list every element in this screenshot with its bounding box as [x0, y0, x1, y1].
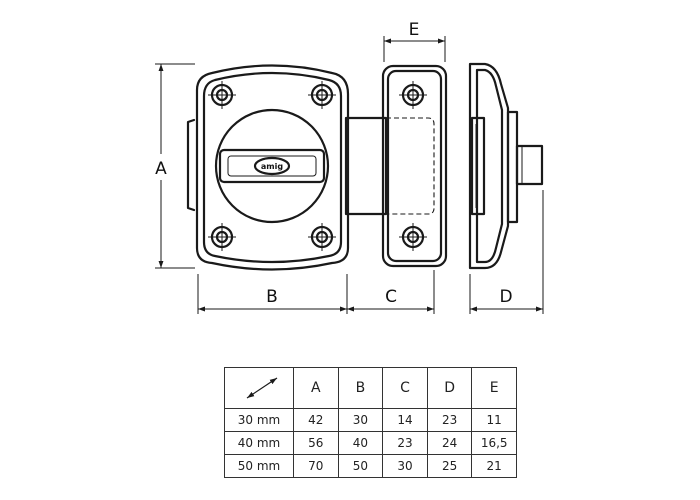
front-view: amig — [186, 64, 448, 271]
table-cell: 70 — [293, 454, 339, 478]
knob-rosette — [214, 108, 330, 224]
table-cell: 14 — [382, 408, 428, 432]
table-cell: 23 — [426, 408, 473, 432]
table-row-size: 40 mm — [224, 431, 294, 455]
dimension-b: B — [197, 274, 348, 314]
knob-handle — [218, 148, 326, 184]
table-cell: 30 — [382, 454, 428, 478]
table-cell: 23 — [382, 431, 428, 455]
table-cell: 30 — [337, 408, 384, 432]
table-header-d: D — [426, 367, 473, 409]
table-cell: 16,5 — [471, 431, 517, 455]
table-cell: 40 — [337, 431, 384, 455]
table-row-size: 30 mm — [224, 408, 294, 432]
table-cell: 42 — [293, 408, 339, 432]
dimensions-table: A B C D E 30 mm 42 30 14 23 11 40 mm 56 … — [224, 367, 517, 478]
side-view — [468, 62, 544, 270]
table-row: 40 mm 56 40 23 24 16,5 — [224, 431, 517, 455]
keeper-plate — [381, 64, 448, 268]
table-header-b: B — [337, 367, 384, 409]
table-cell: 24 — [426, 431, 473, 455]
bolt-lock-technical-drawing: amig A B C — [151, 20, 544, 314]
dimension-label-e: E — [409, 20, 420, 40]
dimension-e: E — [383, 20, 446, 62]
brand-logo — [253, 156, 291, 176]
table-header-e: E — [471, 367, 517, 409]
dimension-label-a: A — [155, 159, 167, 179]
screw-hole-bottom-left — [208, 223, 236, 251]
bolt — [515, 144, 544, 186]
table-row: 30 mm 42 30 14 23 11 — [224, 408, 517, 432]
table-cell: 25 — [426, 454, 473, 478]
screw-hole-bottom-right — [308, 223, 336, 251]
keeper-screw-bottom — [399, 223, 427, 251]
dimension-d: D — [469, 190, 544, 314]
table-corner-arrow-icon — [224, 367, 294, 409]
table-header-a: A — [293, 367, 339, 409]
brand-logo-text: amig — [261, 162, 283, 171]
dimension-a: A — [151, 63, 195, 269]
dimension-label-b: B — [266, 287, 278, 307]
table-header-row: A B C D E — [224, 367, 517, 409]
dimension-label-d: D — [499, 287, 512, 307]
screw-hole-top-left — [208, 81, 236, 109]
table-row: 50 mm 70 50 30 25 21 — [224, 454, 517, 478]
table-cell: 50 — [337, 454, 384, 478]
table-cell: 56 — [293, 431, 339, 455]
table-cell: 21 — [471, 454, 517, 478]
screw-hole-top-right — [308, 81, 336, 109]
dimension-label-c: C — [385, 287, 397, 307]
keeper-screw-top — [399, 81, 427, 109]
table-header-c: C — [382, 367, 428, 409]
dimension-c: C — [347, 270, 435, 314]
table-cell: 11 — [471, 408, 517, 432]
table-row-size: 50 mm — [224, 454, 294, 478]
